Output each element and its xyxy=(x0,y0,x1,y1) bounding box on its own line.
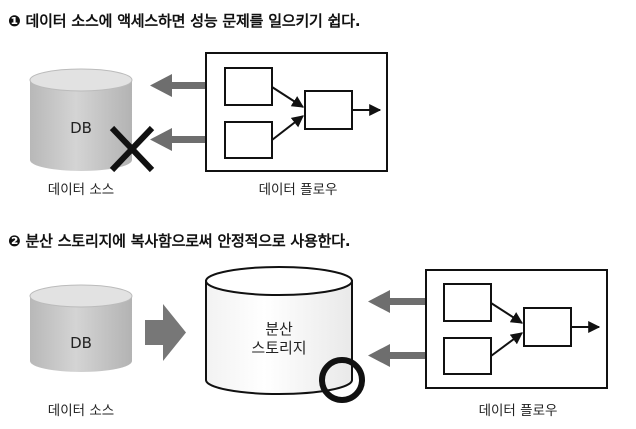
section1-flow-arrow-top xyxy=(271,86,305,108)
section2-task-box-top xyxy=(443,283,492,322)
section1-title: 데이터 소스에 액세스하면 성능 문제를 일으키기 쉽다. xyxy=(25,12,361,30)
section2-access-arrow-top xyxy=(368,290,448,313)
storage-label-line1: 분산 xyxy=(265,320,293,338)
section1-task-box-bottom xyxy=(224,121,273,159)
section2-db-label: DB xyxy=(70,334,92,352)
section2-flow-caption: 데이터 플로우 xyxy=(478,403,558,419)
section1-marker: ❶ xyxy=(8,12,21,30)
section1-access-arrow-top xyxy=(150,74,225,97)
section2-heading: ❷ 분산 스토리지에 복사함으로써 안정적으로 사용한다. xyxy=(8,230,351,251)
section2-db-cylinder xyxy=(29,284,133,372)
section2-marker: ❷ xyxy=(8,232,21,250)
section2-task-box-bottom xyxy=(443,337,492,375)
section2-title: 분산 스토리지에 복사함으로써 안정적으로 사용한다. xyxy=(25,232,351,250)
section2-flow-arrow-bottom xyxy=(490,332,523,357)
section1-task-box-top xyxy=(224,67,273,106)
error-x-icon xyxy=(109,125,155,173)
storage-label-line2: 스토리지 xyxy=(251,339,306,357)
section2-access-arrow-bottom xyxy=(368,344,448,367)
copy-arrow xyxy=(145,304,186,361)
section2-task-box-output xyxy=(523,307,572,347)
section1-db-label: DB xyxy=(70,119,92,137)
section1-source-caption: 데이터 소스 xyxy=(47,182,115,198)
section1-flow-caption: 데이터 플로우 xyxy=(258,182,338,198)
ok-circle-icon xyxy=(319,357,365,403)
section1-db-cylinder xyxy=(29,68,133,171)
section1-heading: ❶ 데이터 소스에 액세스하면 성능 문제를 일으키기 쉽다. xyxy=(8,10,361,31)
section1-flow-arrow-bottom xyxy=(271,115,304,141)
section1-task-box-output xyxy=(304,90,353,130)
section2-flow-arrow-top xyxy=(490,302,524,324)
distributed-storage-cylinder xyxy=(205,266,353,395)
section2-source-caption: 데이터 소스 xyxy=(47,403,115,419)
section1-access-arrow-bottom xyxy=(150,128,225,151)
